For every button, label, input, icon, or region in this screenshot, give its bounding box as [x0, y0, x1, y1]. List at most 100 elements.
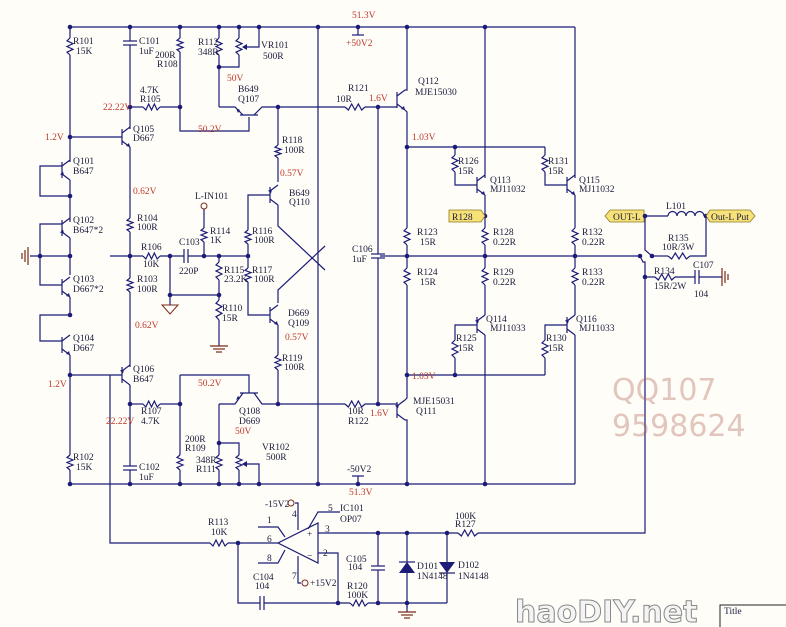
resistor [199, 227, 209, 243]
resistor-body [667, 251, 691, 261]
transistor-collector [121, 378, 131, 386]
resistor-body [480, 267, 490, 286]
minus-sign: − [307, 552, 312, 562]
component-label: 0.22R [582, 238, 606, 248]
component-label: R127 [455, 520, 476, 530]
component-label: R103 [137, 275, 158, 285]
resistor-body [214, 261, 224, 281]
resistor-body [65, 454, 75, 471]
component-label: 5 [328, 504, 333, 514]
component-label: MJ11032 [579, 185, 615, 195]
out-l-port [604, 209, 645, 223]
wiper-arrow-icon [242, 44, 247, 50]
resistor-body [175, 37, 185, 53]
transistor-collector [61, 276, 71, 284]
voltage-label: 0.57V [280, 169, 304, 179]
wire [404, 375, 408, 401]
component-label: 15R [420, 278, 437, 288]
transistor-arrow-icon [126, 143, 130, 147]
component-label: R131 [548, 157, 569, 167]
watermark-text-line: QQ107 [612, 373, 717, 408]
component-label: D667 [73, 344, 94, 354]
transistor-collector [269, 304, 279, 312]
resistor [65, 37, 75, 56]
wire [219, 442, 240, 455]
component-label: R135 [668, 234, 689, 244]
port-label: Out-L Put [711, 213, 749, 223]
component-label: Q113 [490, 176, 511, 186]
component-label: R111 [196, 465, 216, 475]
component-label: Q114 [486, 315, 507, 325]
component-label: 0.22R [493, 278, 517, 288]
component-label: Q102 [73, 216, 94, 226]
component-label: R117 [252, 266, 272, 276]
resistor-body [199, 227, 209, 243]
resistor [234, 454, 244, 471]
component-label: 348R [196, 456, 217, 466]
title-block-border [719, 604, 786, 627]
voltage-label: 1.2V [45, 133, 64, 143]
transistor-arrow-icon [395, 404, 399, 409]
component-label: 15R/2W [654, 282, 686, 292]
component-label: R122 [348, 417, 369, 427]
component-label: R129 [493, 268, 514, 278]
wire [297, 556, 301, 584]
component-label: MJE15031 [413, 397, 455, 407]
wire [39, 165, 70, 197]
resistor [175, 454, 185, 471]
transistor-arrow-icon [475, 319, 479, 324]
resistor [480, 227, 490, 246]
component-label: 23.2K [224, 275, 248, 285]
transistor-arrow-icon [60, 171, 64, 176]
wire [454, 172, 477, 186]
component-label: Q104 [73, 334, 94, 344]
component-label: 4.7K [140, 86, 159, 96]
component-label: D667*2 [73, 285, 104, 295]
component-label: R108 [157, 60, 178, 70]
wire [179, 52, 250, 132]
voltage-label: 1.2V [48, 380, 67, 390]
resistor [243, 267, 253, 283]
component-label: C103 [179, 238, 200, 248]
component-label: R126 [458, 157, 479, 167]
wire [109, 375, 210, 544]
resistor-body [344, 102, 366, 112]
component-label: C101 [139, 37, 160, 47]
resistor-body [214, 299, 224, 321]
wire [404, 109, 408, 147]
resistor [344, 399, 366, 409]
resistor [402, 267, 412, 286]
transistor-collector [396, 413, 406, 421]
component-label: 15R [548, 167, 565, 177]
resistor-body [142, 251, 161, 261]
component-label: MJ11033 [490, 324, 526, 334]
component-label: B649 [238, 85, 259, 95]
resistor-body [175, 454, 185, 471]
resistor [540, 339, 550, 359]
resistor [142, 399, 161, 409]
component-label: R110 [222, 304, 242, 314]
resistor-body [214, 454, 224, 471]
transistor-collector [61, 334, 71, 342]
component-label: 1uF [139, 47, 154, 57]
resistor-body [243, 229, 253, 245]
component-label: Q101 [73, 157, 94, 167]
resistor [450, 339, 460, 359]
resistor [142, 102, 161, 112]
wire [277, 205, 326, 271]
port-label: L-IN101 [195, 192, 228, 202]
diode-d101-icon [399, 562, 415, 573]
voltage-label: 1.03V [412, 372, 436, 382]
component-label: D669 [239, 417, 260, 427]
transistor-arrow-icon [268, 189, 272, 194]
resistor [125, 277, 135, 293]
port-label: OUT-L [613, 213, 641, 223]
component-label: D102 [458, 561, 479, 571]
component-label: 15R [458, 167, 475, 177]
wire [180, 374, 250, 393]
voltage-label: 0.62V [133, 187, 157, 197]
component-label: B649 [289, 189, 310, 199]
component-label: 1N4148 [417, 572, 448, 582]
voltage-label: 50.2V [198, 379, 222, 389]
